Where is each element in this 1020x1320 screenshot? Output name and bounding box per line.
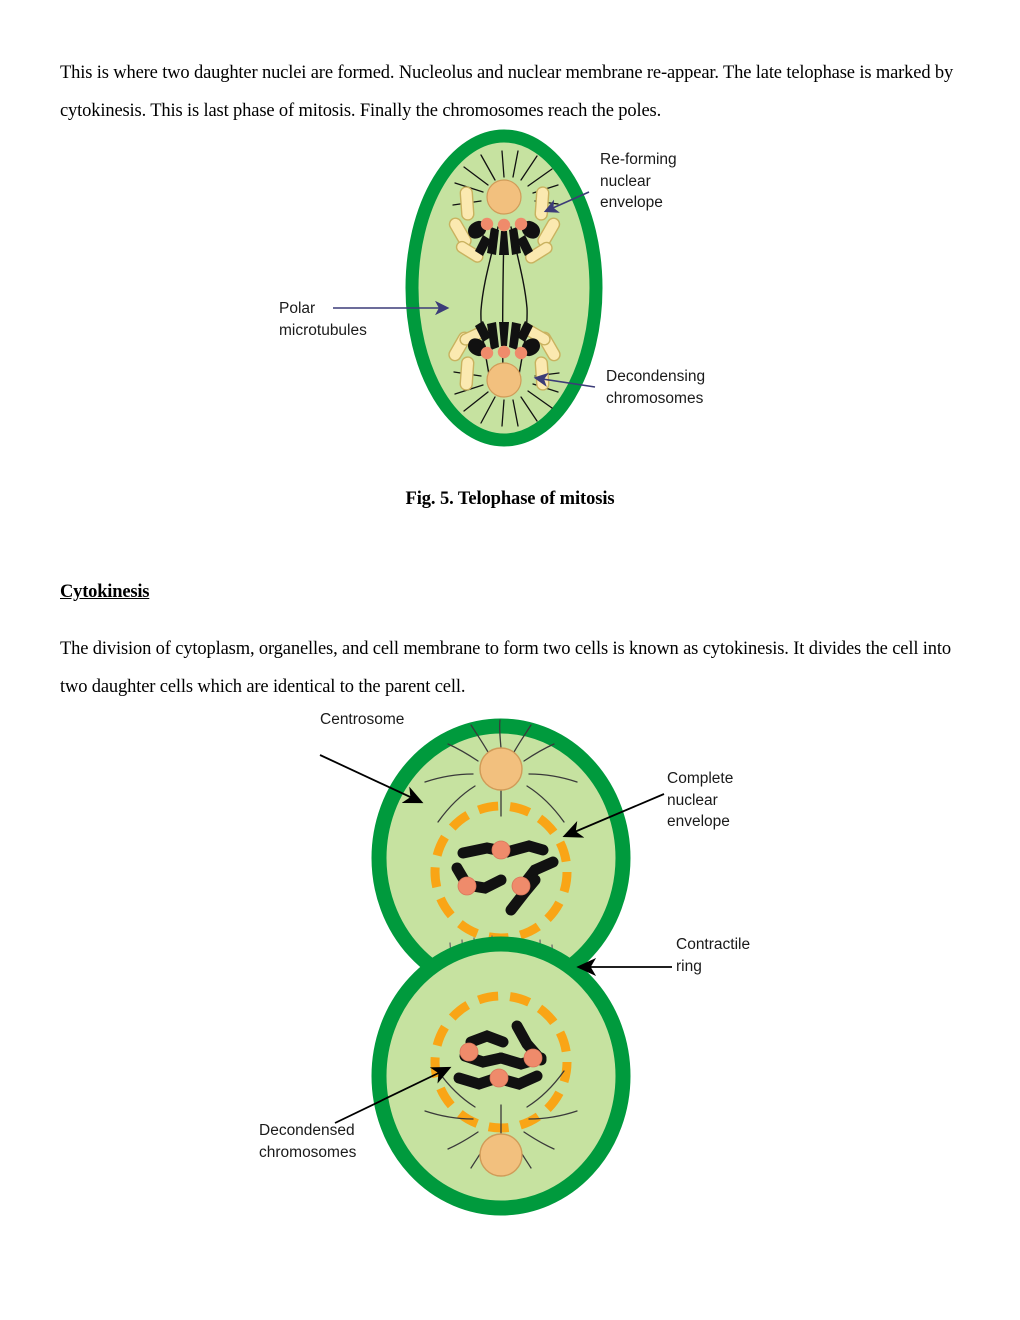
label-polar-microtubules: Polar microtubules (279, 300, 367, 339)
lower-daughter-cell (371, 936, 631, 1216)
cytokinesis-heading: Cytokinesis (60, 582, 150, 602)
leader-line-decondensed-chromosomes (334, 1066, 452, 1124)
top-centromeres (480, 217, 528, 232)
cytokinesis-paragraph: The division of cytoplasm, organelles, a… (60, 639, 951, 697)
label-decondensing-chromosomes: Decondensing chromosomes (606, 368, 706, 407)
upper-astral-microtubules (424, 719, 578, 823)
bottom-centromeres (480, 345, 528, 360)
label-complete-nuclear-envelope: Complete nuclear envelope (667, 770, 734, 830)
bottom-centrosome (486, 362, 522, 398)
cytokinesis-svg (319, 718, 672, 1216)
leader-line-decondensing-chromosomes (533, 372, 596, 388)
telophase-svg (333, 129, 603, 447)
leader-line-reforming-envelope (543, 191, 590, 213)
figure-caption: Fig. 5. Telophase of mitosis (405, 489, 615, 509)
leader-line-centrosome (319, 754, 424, 804)
cytokinesis-diagram: Centrosome Complete nuclear envelope Con… (235, 700, 795, 1230)
bottom-decondensing-chromosomes (468, 321, 540, 357)
label-decondensed-chromosomes: Decondensed chromosomes (259, 1122, 357, 1161)
label-centrosome: Centrosome (320, 711, 405, 728)
upper-centromeres (457, 840, 531, 896)
intro-paragraph: This is where two daughter nuclei are fo… (60, 63, 954, 121)
leader-line-complete-nuclear-envelope (562, 793, 665, 838)
lower-centrosome (479, 1133, 523, 1177)
top-envelope-fragments (448, 186, 561, 264)
lower-centromeres (459, 1042, 543, 1088)
top-centrosome (486, 179, 522, 215)
label-reforming-nuclear-envelope: Re-forming nuclear envelope (600, 151, 677, 211)
upper-centrosome (479, 747, 523, 791)
telophase-diagram: Re-forming nuclear envelope Polar microt… (255, 129, 775, 465)
label-contractile-ring: Contractile ring (676, 936, 751, 975)
